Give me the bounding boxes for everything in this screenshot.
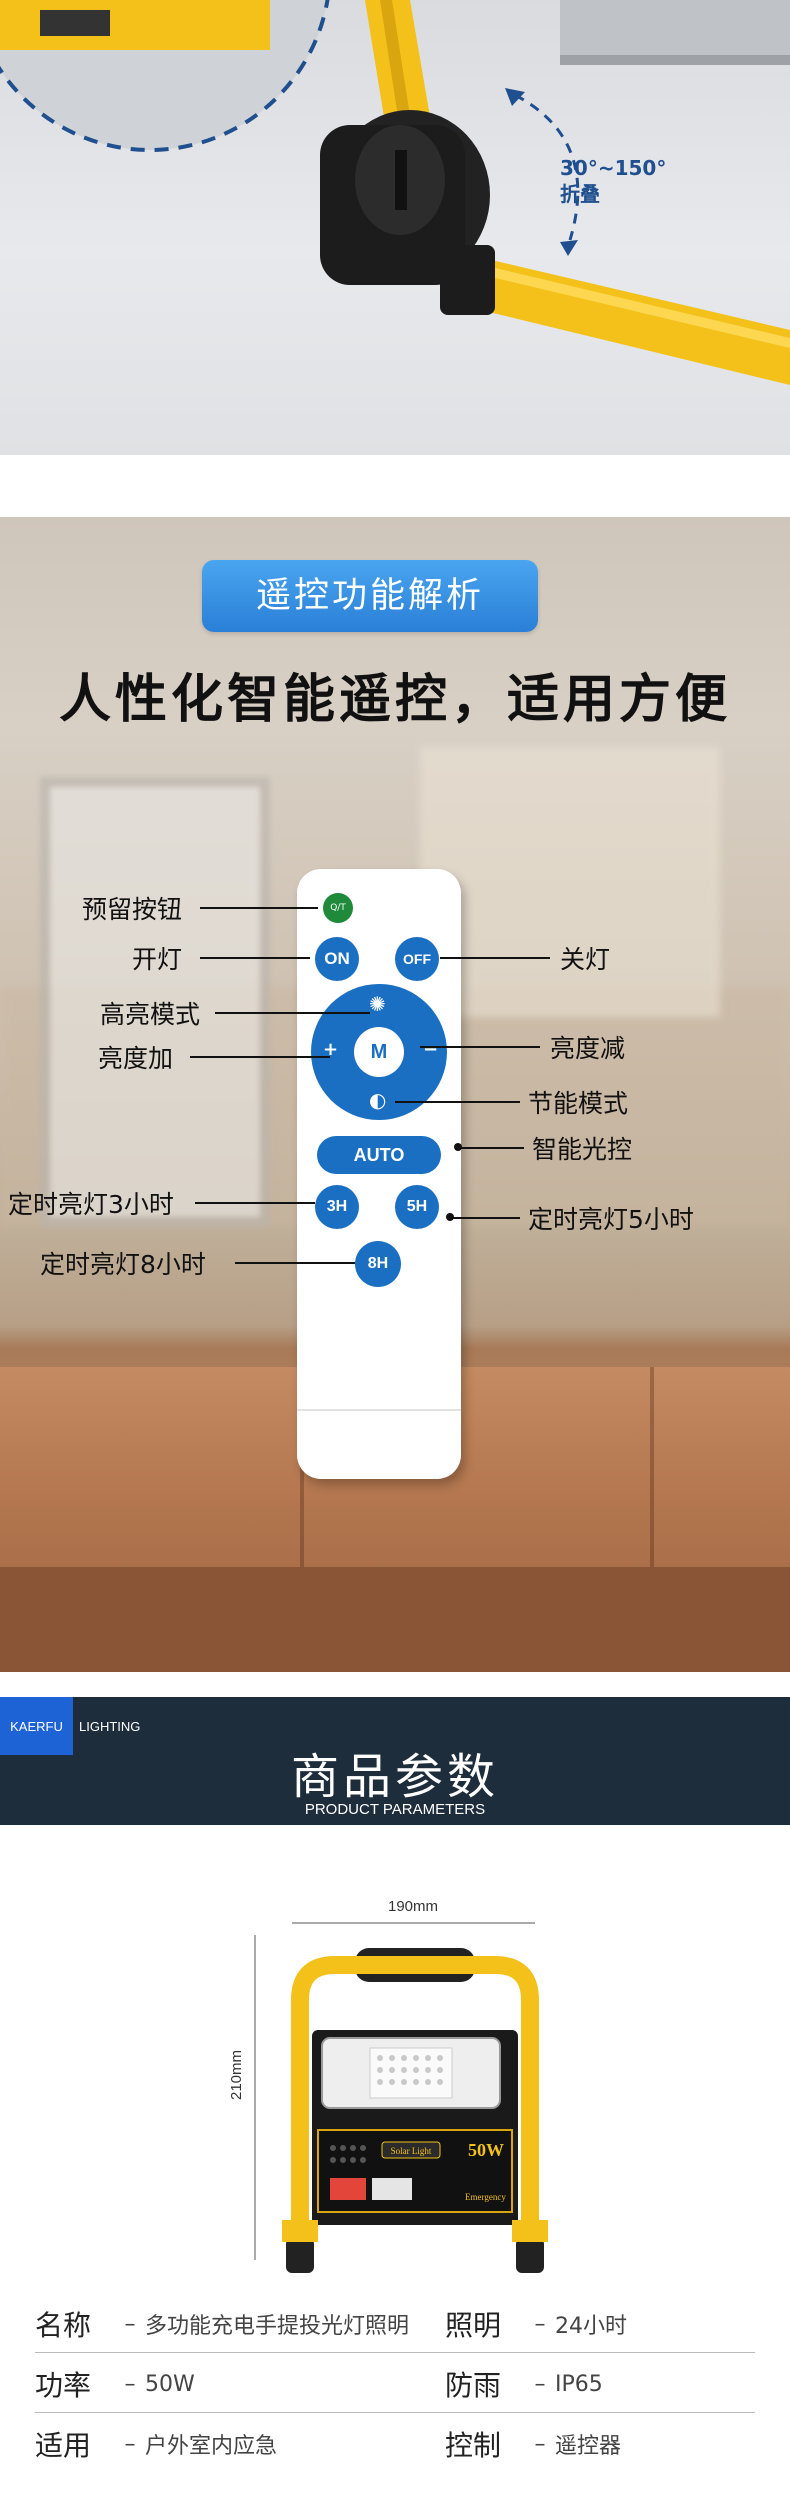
label-reserved: 预留按钮 [82, 895, 183, 924]
inset-black-part [40, 10, 110, 36]
remote-headline: 人性化智能遥控，适用方便 [58, 670, 731, 730]
params-header: KAERFU LIGHTING 商品参数 PRODUCT PARAMETERS [0, 1697, 790, 1825]
remote-section: 遥控功能解析 人性化智能遥控，适用方便 Q/T ON OFF ✺ + − ◐ M… [0, 517, 790, 1672]
spec-key: 控制 [445, 2429, 502, 2462]
spec-key: 适用 [35, 2429, 92, 2462]
yellow-frame [291, 1956, 539, 2250]
auto-button[interactable]: AUTO [317, 1136, 441, 1174]
rotation-arrow [514, 93, 580, 241]
plus-button[interactable]: + [323, 1039, 339, 1060]
timer-3h-button[interactable]: 3H [315, 1185, 359, 1229]
left-foot [286, 2238, 314, 2273]
mode-button[interactable]: M [354, 1027, 404, 1077]
label-off: 关灯 [560, 945, 611, 974]
solar-text: Solar Light [391, 2146, 432, 2156]
high-mode-icon[interactable]: ✺ [369, 992, 386, 1016]
angle-text: 30°~150° [560, 156, 667, 180]
product-drawing: Solar Light 50W Emergency [254, 1922, 548, 2273]
spec-row: 适用 – 户外室内应急 控制 – 遥控器 [35, 2415, 755, 2473]
brand-text: LIGHTING [79, 1718, 141, 1734]
hinge-angle-label: 30°~150° 折叠 [560, 155, 666, 207]
eco-mode-icon[interactable]: ◐ [369, 1088, 387, 1112]
label-timer-5h: 定时亮灯5小时 [528, 1205, 694, 1234]
spec-value: IP65 [555, 2371, 603, 2397]
hinge-closeup-photo: 30°~150° 折叠 [0, 0, 790, 455]
spec-key: 功率 [35, 2369, 92, 2402]
spec-dash: – [124, 2431, 136, 2457]
qt-button[interactable]: Q/T [323, 893, 353, 923]
spec-dash: – [124, 2371, 136, 2397]
width-dimension: 190mm [388, 1898, 439, 1915]
on-button[interactable]: ON [315, 937, 359, 981]
brand-logo: KAERFU LIGHTING [0, 1697, 140, 1755]
remote-control: Q/T ON OFF ✺ + − ◐ M AUTO 3H 5H 8H [297, 869, 461, 1479]
params-title: 商品参数 [290, 1749, 499, 1805]
spec-row: 名称 – 多功能充电手提投光灯照明 照明 – 24小时 [35, 2295, 755, 2353]
solar-badge [381, 2141, 441, 2159]
bg-cabinet [420, 747, 720, 1017]
fold-text: 折叠 [560, 182, 600, 206]
spec-dash: – [534, 2431, 546, 2457]
off-button[interactable]: OFF [395, 937, 439, 981]
spec-key: 名称 [35, 2309, 92, 2342]
label-eco-mode: 节能模式 [528, 1089, 629, 1118]
table-edge [0, 1567, 790, 1672]
spec-value: 遥控器 [555, 2434, 622, 2459]
spec-key: 防雨 [445, 2369, 502, 2402]
brand-box: KAERFU [0, 1697, 73, 1755]
red-led-strip [330, 2178, 366, 2200]
remote-seam [297, 1409, 461, 1411]
spec-value: 24小时 [555, 2314, 627, 2339]
label-high-mode: 高亮模式 [100, 1000, 201, 1029]
spec-value: 50W [145, 2371, 195, 2397]
params-subtitle: PRODUCT PARAMETERS [304, 1801, 486, 1818]
hinge-illustration [0, 0, 790, 385]
label-timer-3h: 定时亮灯3小时 [8, 1190, 174, 1219]
wattage-badge: 50W [468, 2140, 504, 2160]
timer-8h-button[interactable]: 8H [355, 1241, 401, 1287]
remote-feature-pill: 遥控功能解析 [202, 560, 538, 632]
label-timer-8h: 定时亮灯8小时 [40, 1250, 206, 1279]
spec-value: 户外室内应急 [145, 2434, 278, 2459]
spec-dash: – [124, 2311, 136, 2337]
label-smart-control: 智能光控 [532, 1135, 633, 1164]
spec-value: 多功能充电手提投光灯照明 [145, 2314, 410, 2339]
right-foot [516, 2238, 544, 2273]
panel-edge [560, 0, 790, 60]
label-on: 开灯 [132, 945, 183, 974]
label-bright-down: 亮度减 [550, 1034, 626, 1063]
brightness-ring[interactable]: ✺ + − ◐ M [311, 984, 447, 1120]
minus-button[interactable]: − [423, 1039, 439, 1060]
bg-window [40, 777, 270, 1227]
spec-key: 照明 [445, 2309, 502, 2342]
spec-row: 功率 – 50W 防雨 – IP65 [35, 2355, 755, 2413]
emergency-text: Emergency [465, 2192, 506, 2202]
label-bright-up: 亮度加 [98, 1044, 174, 1073]
spec-dash: – [534, 2371, 546, 2397]
spec-dash: – [534, 2311, 546, 2337]
white-led-strip [372, 2178, 412, 2200]
timer-5h-button[interactable]: 5H [395, 1185, 439, 1229]
